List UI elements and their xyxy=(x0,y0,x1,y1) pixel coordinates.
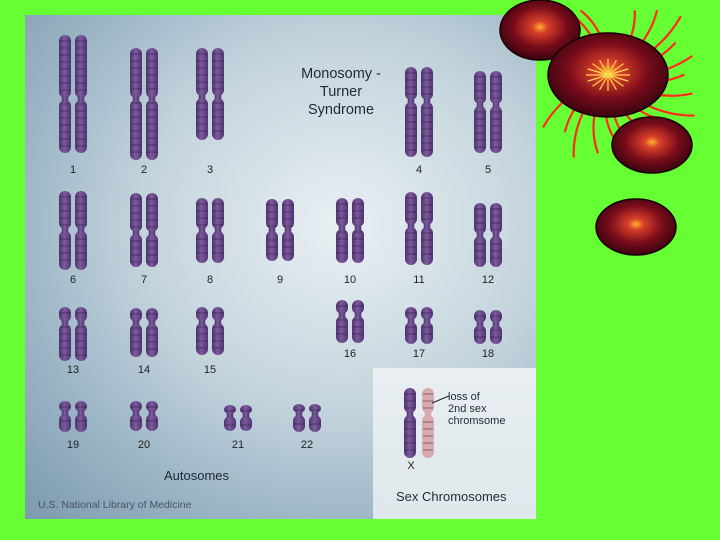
chromosome-label-10: 10 xyxy=(343,274,357,286)
x-chromosome xyxy=(404,388,416,458)
chromosome-label-4: 4 xyxy=(415,164,423,176)
chromosome-label-12: 12 xyxy=(481,274,495,286)
chromosome-pair-16 xyxy=(336,300,364,343)
chromosome-label-5: 5 xyxy=(484,164,492,176)
chromosome-pair-13 xyxy=(59,307,87,361)
annotation-line-3: chromsome xyxy=(448,415,506,427)
chromosome-label-8: 8 xyxy=(206,274,214,286)
chromosome-pair-2 xyxy=(130,48,158,160)
sex-chromosomes-label: Sex Chromosomes xyxy=(396,489,507,504)
chromosome-pair-10 xyxy=(336,198,364,263)
chromosome-label-13: 13 xyxy=(66,364,80,376)
chromosome-pair-5 xyxy=(474,71,502,153)
chromosome-label-6: 6 xyxy=(69,274,77,286)
diagram-title: Monosomy - Turner Syndrome xyxy=(266,65,416,119)
x-chromosome-label: X xyxy=(407,460,415,472)
chromosome-pair-14 xyxy=(130,308,158,357)
sex-chromosome-layer xyxy=(404,388,450,458)
chromosome-pair-4 xyxy=(405,67,433,157)
chromosome-label-20: 20 xyxy=(137,439,151,451)
chromosome-pair-3 xyxy=(196,48,224,140)
chromosome-label-3: 3 xyxy=(206,164,214,176)
autosomes-label: Autosomes xyxy=(164,468,230,483)
chromosome-pair-9 xyxy=(266,199,294,261)
chromosome-pair-1 xyxy=(59,35,87,153)
chromosome-label-15: 15 xyxy=(203,364,217,376)
cell-1 xyxy=(499,0,581,61)
chromosome-pair-22 xyxy=(293,404,321,432)
chromosome-label-19: 19 xyxy=(66,439,80,451)
sex-chromosomes-panel: loss of 2nd sex chromsome X Sex Chromoso… xyxy=(373,368,536,519)
chromosome-label-16: 16 xyxy=(343,348,357,360)
chromosome-pair-21 xyxy=(224,405,252,431)
chromosome-pair-8 xyxy=(196,198,224,263)
chromosome-pair-15 xyxy=(196,307,224,355)
chromosome-label-7: 7 xyxy=(140,274,148,286)
annotation-line-1: loss of xyxy=(448,391,480,403)
credit-text: U.S. National Library of Medicine xyxy=(38,499,192,511)
annotation-line-2: 2nd sex xyxy=(448,403,487,415)
missing-chromosome-annotation: loss of 2nd sex chromsome xyxy=(448,391,505,427)
chromosome-pair-7 xyxy=(130,193,158,267)
chromosome-layer xyxy=(59,35,502,432)
chromosome-label-18: 18 xyxy=(481,348,495,360)
chromosome-pair-17 xyxy=(405,307,433,344)
title-line-1: Monosomy - xyxy=(301,66,381,82)
chromosome-pair-11 xyxy=(405,192,433,265)
chromosome-label-11: 11 xyxy=(413,274,425,286)
chromosome-pair-19 xyxy=(59,401,87,432)
chromosome-pair-20 xyxy=(130,401,158,431)
cell-3 xyxy=(611,116,693,174)
chromosome-label-21: 21 xyxy=(231,439,245,451)
chromosome-label-17: 17 xyxy=(412,348,426,360)
title-line-2: Turner xyxy=(319,84,363,100)
centrosome-starburst xyxy=(586,59,630,91)
annotation-pointer xyxy=(431,395,450,404)
chromosome-pair-18 xyxy=(474,310,502,344)
chromosome-label-22: 22 xyxy=(300,439,314,451)
missing-chromosome-ghost xyxy=(422,388,434,458)
chromosome-label-1: 1 xyxy=(69,164,77,176)
title-line-3: Syndrome xyxy=(307,102,375,118)
chromosome-label-9: 9 xyxy=(276,274,284,286)
chromosome-label-14: 14 xyxy=(137,364,151,376)
chromosome-label-2: 2 xyxy=(140,164,148,176)
chromosome-pair-6 xyxy=(59,191,87,270)
cell-4 xyxy=(595,198,677,256)
chromosome-pair-12 xyxy=(474,203,502,267)
